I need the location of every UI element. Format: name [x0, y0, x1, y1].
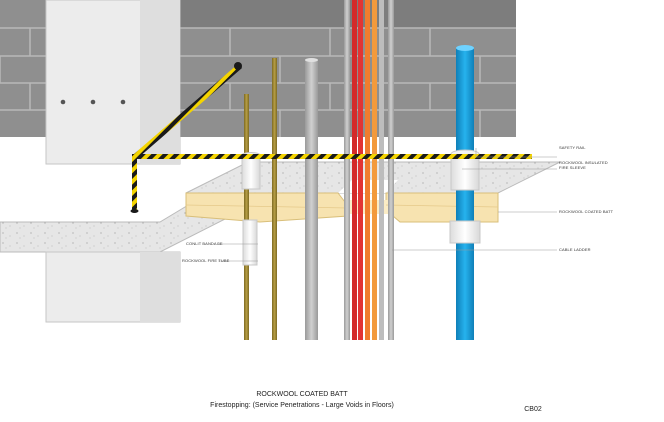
rockwool-coated-batt	[185, 192, 499, 223]
cable-ladder	[344, 0, 394, 340]
safety-rail	[130, 62, 532, 213]
caption-title: ROCKWOOL COATED BATT	[256, 391, 348, 398]
label-coated-batt: ROCKWOOL COATED BATT	[559, 209, 614, 214]
pipe-gray	[305, 58, 318, 340]
label-cable-ladder: CABLE LADDER	[559, 247, 591, 252]
drawing-code: CB02	[524, 406, 542, 413]
rod-olive-2	[272, 58, 277, 340]
caption-subtitle: Firestopping: (Service Penetrations - La…	[210, 402, 394, 409]
rod-olive-1	[244, 94, 249, 340]
pipe-blue	[456, 45, 474, 340]
concrete-column-upper	[45, 0, 181, 165]
label-conlit-bandage: CONLIT BANDAGE	[186, 241, 223, 246]
label-fire-tube: ROCKWOOL FIRE TUBE	[182, 258, 230, 263]
label-fire-sleeve: ROCKWOOL INSULATED FIRE SLEEVE	[559, 160, 608, 170]
leader-lines	[218, 148, 557, 262]
rockwool-insulated-fire-sleeve	[449, 149, 481, 244]
label-safety-rail: SAFETY RAIL	[559, 145, 586, 150]
cable-bundle	[352, 0, 384, 340]
concrete-column-lower	[45, 251, 181, 323]
